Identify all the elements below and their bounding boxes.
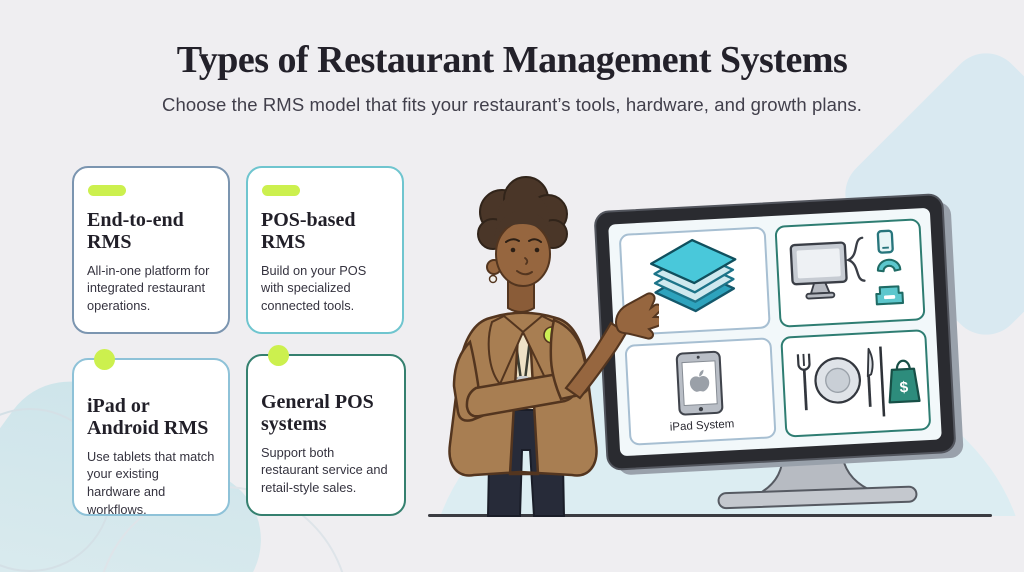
card-end-to-end-rms: End-to-end RMS All-in-one platform for i… [72,166,230,334]
tile-ipad-system: iPad System [624,336,777,446]
svg-text:$: $ [899,379,909,396]
ipad-icon [676,350,724,416]
tile-end-to-end [618,226,771,336]
card-title: End-to-end RMS [87,209,184,254]
tile-general-pos: $ [779,328,932,438]
pos-hardware-icon [789,229,904,306]
monitor: iPad System $ [593,193,957,471]
card-pos-based-rms: POS-based RMS Build on your POS with spe… [246,166,404,334]
lime-dot-badge [268,345,289,366]
tile-label: iPad System [669,418,735,434]
card-body: Build on your POS with specialized conne… [261,262,367,314]
card-general-pos-systems: General POS systems Support both restaur… [246,345,406,516]
card-body: All-in-one platform for integrated resta… [87,262,210,314]
lime-pill-badge [88,185,126,196]
card-title: iPad or Android RMS [87,395,209,440]
card-body: Use tablets that match your existing har… [87,448,215,517]
person-illustration [448,176,659,517]
card-title: POS-based RMS [261,209,356,254]
person-head [477,176,568,287]
page-subtitle: Choose the RMS model that fits your rest… [161,94,862,115]
card-body: Support both restaurant service and reta… [261,444,388,496]
ground-line [428,514,992,517]
lime-dot-badge [94,349,115,370]
tile-pos-based [773,218,926,328]
header: Types of Restaurant Management Systems C… [0,38,1024,116]
page-title: Types of Restaurant Management Systems [176,39,848,81]
monitor-screen: iPad System $ [608,207,942,457]
layers-icon [650,238,737,312]
card-title: General POS systems [261,391,374,436]
dining-retail-icon: $ [796,346,921,417]
card-ipad-android-rms: iPad or Android RMS Use tablets that mat… [72,349,230,517]
lime-pill-badge [262,185,300,196]
